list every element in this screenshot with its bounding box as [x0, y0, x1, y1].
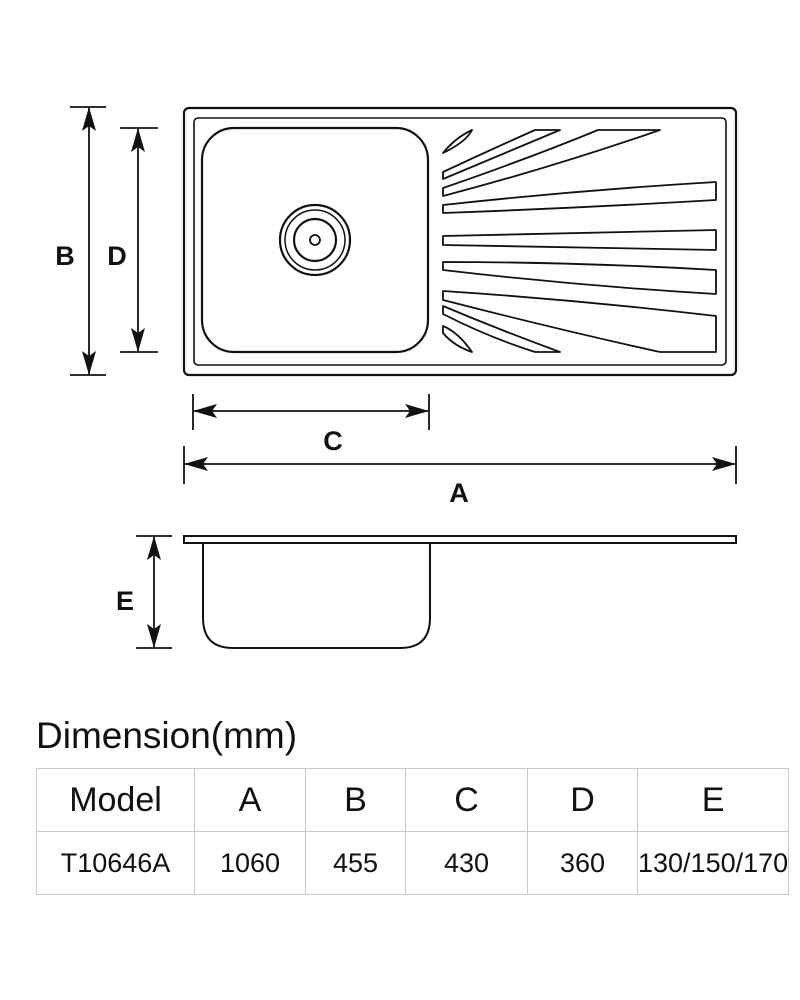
cell-d: 360: [527, 831, 638, 895]
cell-model: T10646A: [36, 831, 195, 895]
sink-inner-rim: [193, 117, 727, 366]
drainboard-grooves: [442, 129, 717, 353]
sink-technical-drawing: B D C A E: [55, 106, 738, 649]
header-d: D: [527, 768, 638, 832]
header-c: C: [405, 768, 528, 832]
dimension-lines: [70, 106, 737, 649]
sink-outer-rim: [182, 106, 738, 377]
drain-icon: [278, 203, 352, 277]
label-c: C: [323, 426, 343, 456]
label-b: B: [55, 241, 75, 271]
label-a: A: [449, 478, 469, 508]
cell-e: 130/150/170: [636, 831, 790, 895]
table-header-row: Model A B C D E: [36, 768, 790, 832]
dimension-title: Dimension(mm): [36, 715, 298, 756]
cell-b: 455: [305, 831, 406, 895]
label-e: E: [116, 586, 134, 616]
header-b: B: [305, 768, 406, 832]
sink-top-view: [182, 106, 738, 649]
label-d: D: [107, 241, 127, 271]
sink-bowl: [200, 126, 430, 354]
header-e: E: [636, 768, 790, 832]
sink-side-rim: [183, 535, 737, 544]
sink-side-view: [183, 535, 737, 649]
header-model: Model: [36, 768, 195, 832]
dimension-table: Model A B C D E T10646A 1060 455 430 360…: [36, 768, 790, 895]
cell-a: 1060: [194, 831, 306, 895]
cell-c: 430: [405, 831, 528, 895]
sink-side-bowl: [202, 543, 431, 649]
table-row: T10646A 1060 455 430 360 130/150/170: [36, 831, 790, 895]
header-a: A: [194, 768, 306, 832]
